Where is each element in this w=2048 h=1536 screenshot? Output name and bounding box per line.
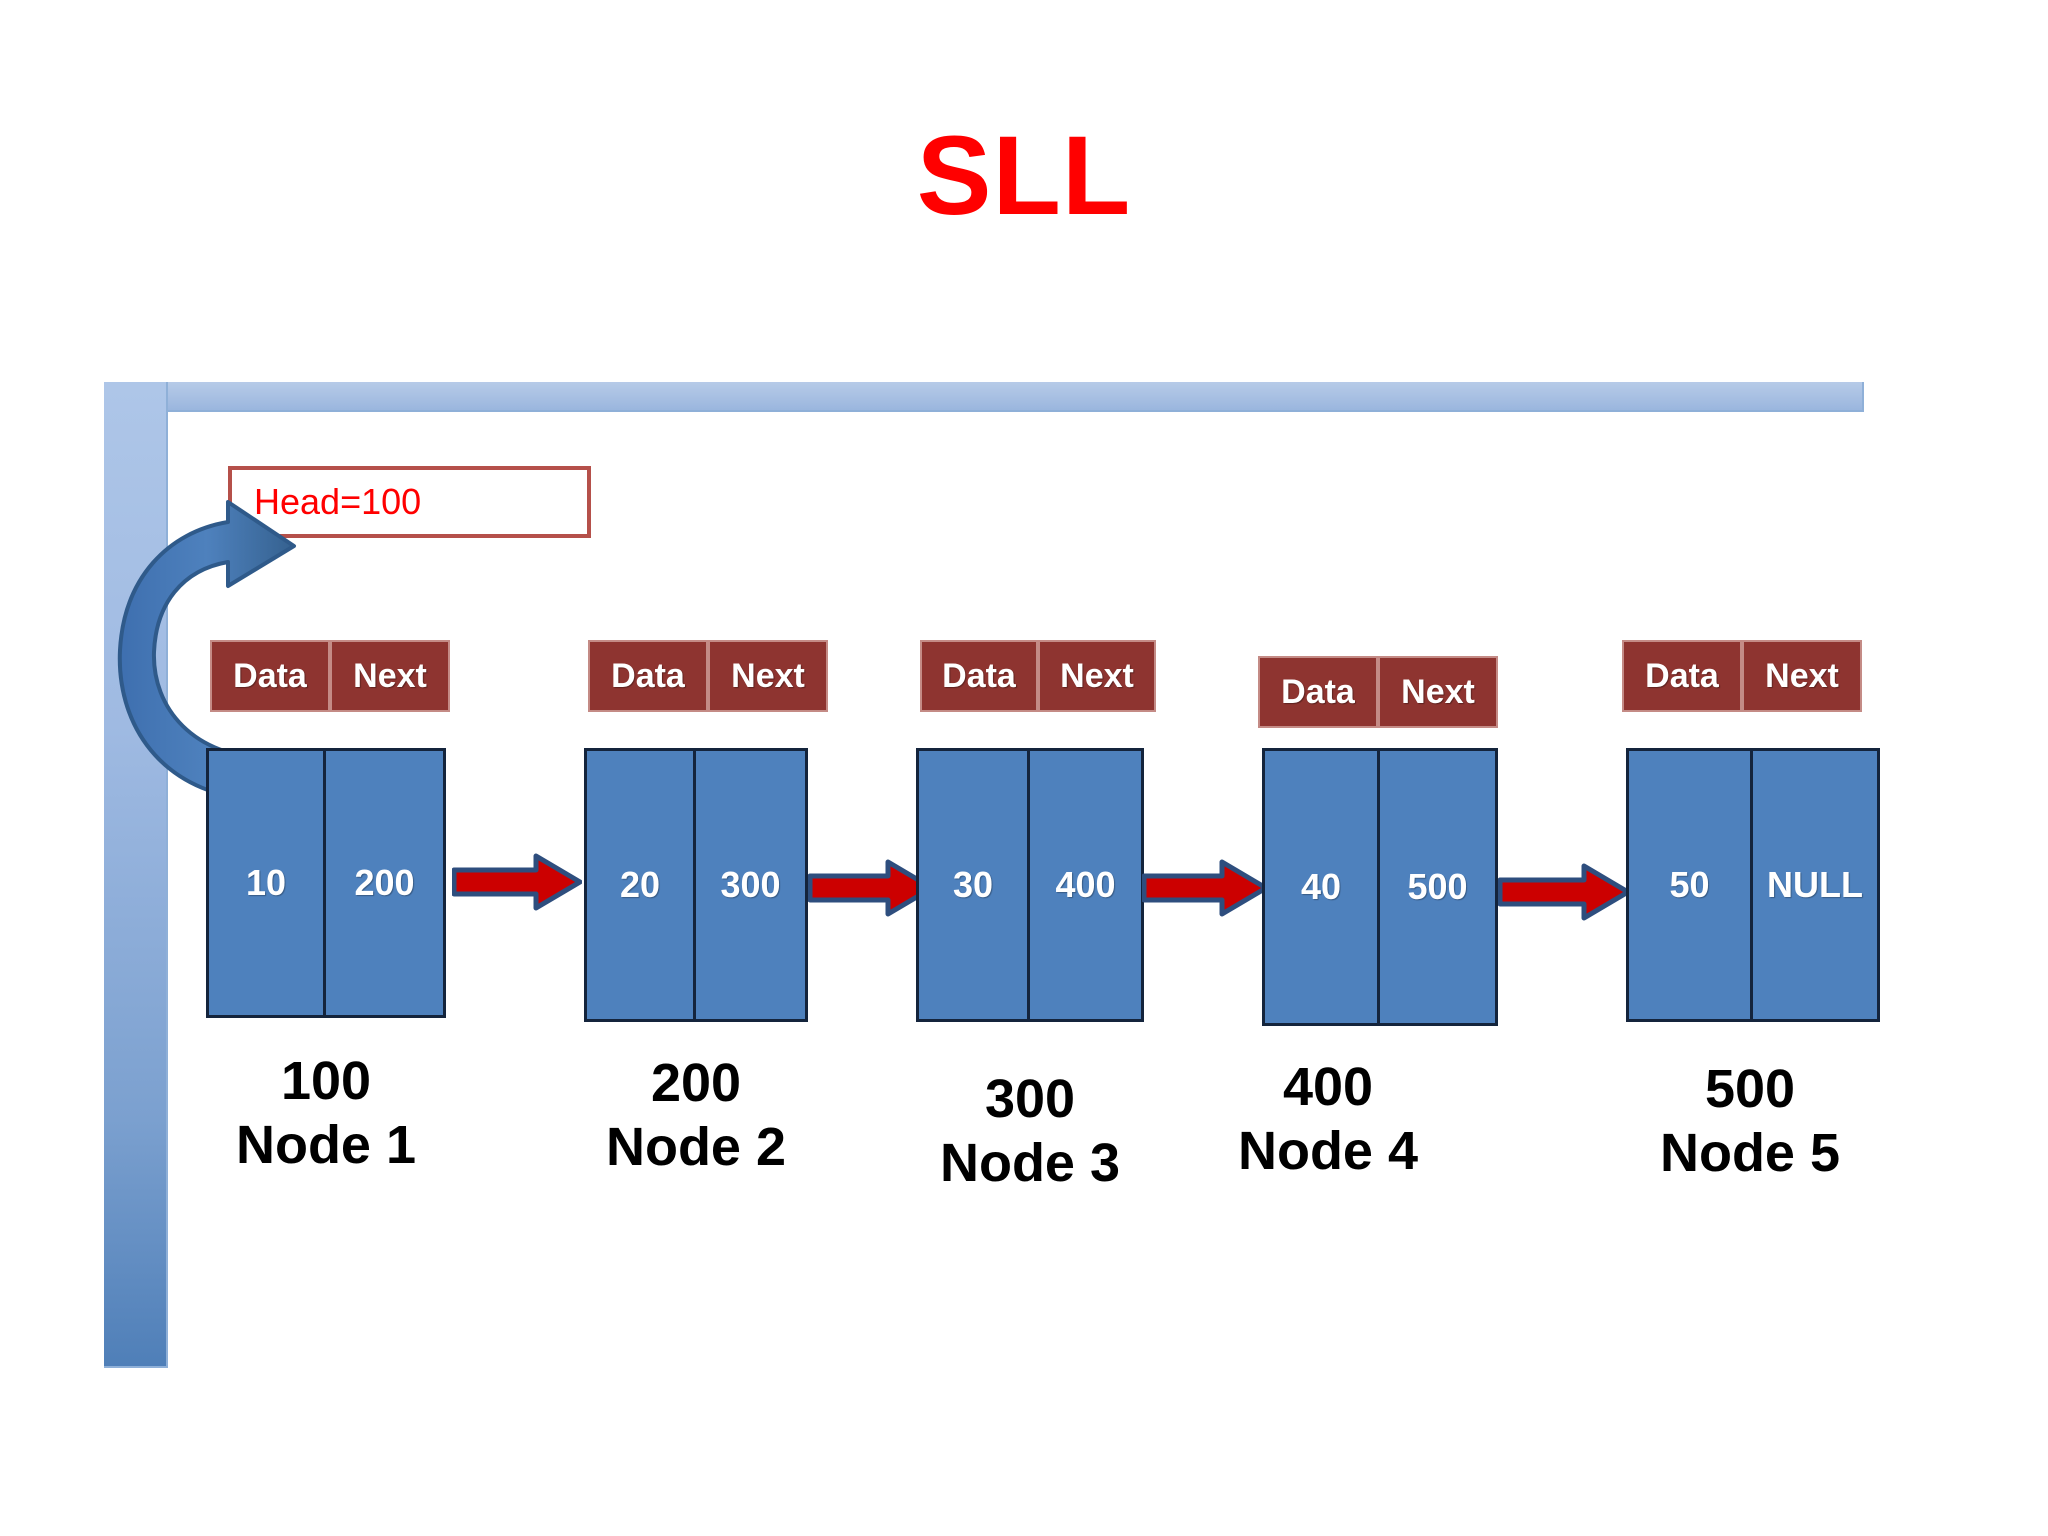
node-1-caption: 100 Node 1	[176, 1050, 476, 1177]
node-4-header: Data Next	[1258, 656, 1498, 728]
node-3-name: Node 3	[939, 1132, 1121, 1193]
node-2-name: Node 2	[605, 1116, 787, 1177]
node-5-next-value: NULL	[1767, 864, 1863, 905]
node-5-header: Data Next	[1622, 640, 1862, 712]
node-1-body: 10 200	[206, 748, 446, 1018]
node-4-address: 400	[1282, 1057, 1374, 1117]
node-5-caption: 500 Node 5	[1600, 1058, 1900, 1185]
node-3-header: Data Next	[920, 640, 1156, 712]
node-2-address: 200	[650, 1053, 742, 1113]
node-5-data-value: 50	[1629, 751, 1753, 1019]
link-arrow-1-to-2	[452, 853, 582, 911]
node-1-address: 100	[280, 1051, 372, 1111]
node-4-body: 40 500	[1262, 748, 1498, 1026]
node-4-name: Node 4	[1237, 1120, 1419, 1181]
frame-left-bar	[104, 382, 168, 1368]
node-3-header-data: Data	[920, 640, 1038, 712]
node-2-data-value: 20	[587, 751, 696, 1019]
node-4-caption: 400 Node 4	[1178, 1056, 1478, 1183]
node-3-address: 300	[984, 1069, 1076, 1129]
node-4-header-next: Next	[1378, 656, 1498, 728]
node-3-body: 30 400	[916, 748, 1144, 1022]
frame-top-bar	[104, 382, 1864, 412]
node-5-body: 50 NULL	[1626, 748, 1880, 1022]
node-1-header-next: Next	[330, 640, 450, 712]
node-5-header-next: Next	[1742, 640, 1862, 712]
node-2-header-next: Next	[708, 640, 828, 712]
node-2-next-value: 300	[720, 864, 781, 905]
node-1-data-value: 10	[209, 751, 326, 1015]
node-2-header: Data Next	[588, 640, 828, 712]
node-4-header-data: Data	[1258, 656, 1378, 728]
node-3-caption: 300 Node 3	[880, 1068, 1180, 1195]
node-5-header-data: Data	[1622, 640, 1742, 712]
head-pointer-label: Head=100	[254, 481, 422, 522]
node-2-body: 20 300	[584, 748, 808, 1022]
node-3-next-value: 400	[1055, 864, 1116, 905]
node-2-header-data: Data	[588, 640, 708, 712]
link-arrow-3-to-4	[1142, 859, 1268, 917]
node-4-next-value: 500	[1407, 866, 1468, 907]
node-2-caption: 200 Node 2	[546, 1052, 846, 1179]
node-3-data-value: 30	[919, 751, 1030, 1019]
node-1-header: Data Next	[210, 640, 450, 712]
node-5-address: 500	[1704, 1059, 1796, 1119]
node-1-header-data: Data	[210, 640, 330, 712]
node-3-header-next: Next	[1038, 640, 1156, 712]
node-4-data-value: 40	[1265, 751, 1380, 1023]
node-5-name: Node 5	[1659, 1122, 1841, 1183]
head-pointer-box: Head=100	[228, 466, 591, 538]
node-1-next-value: 200	[354, 862, 415, 903]
node-1-name: Node 1	[235, 1114, 417, 1175]
link-arrow-4-to-5	[1498, 863, 1630, 921]
page-title: SLL	[916, 113, 1132, 238]
